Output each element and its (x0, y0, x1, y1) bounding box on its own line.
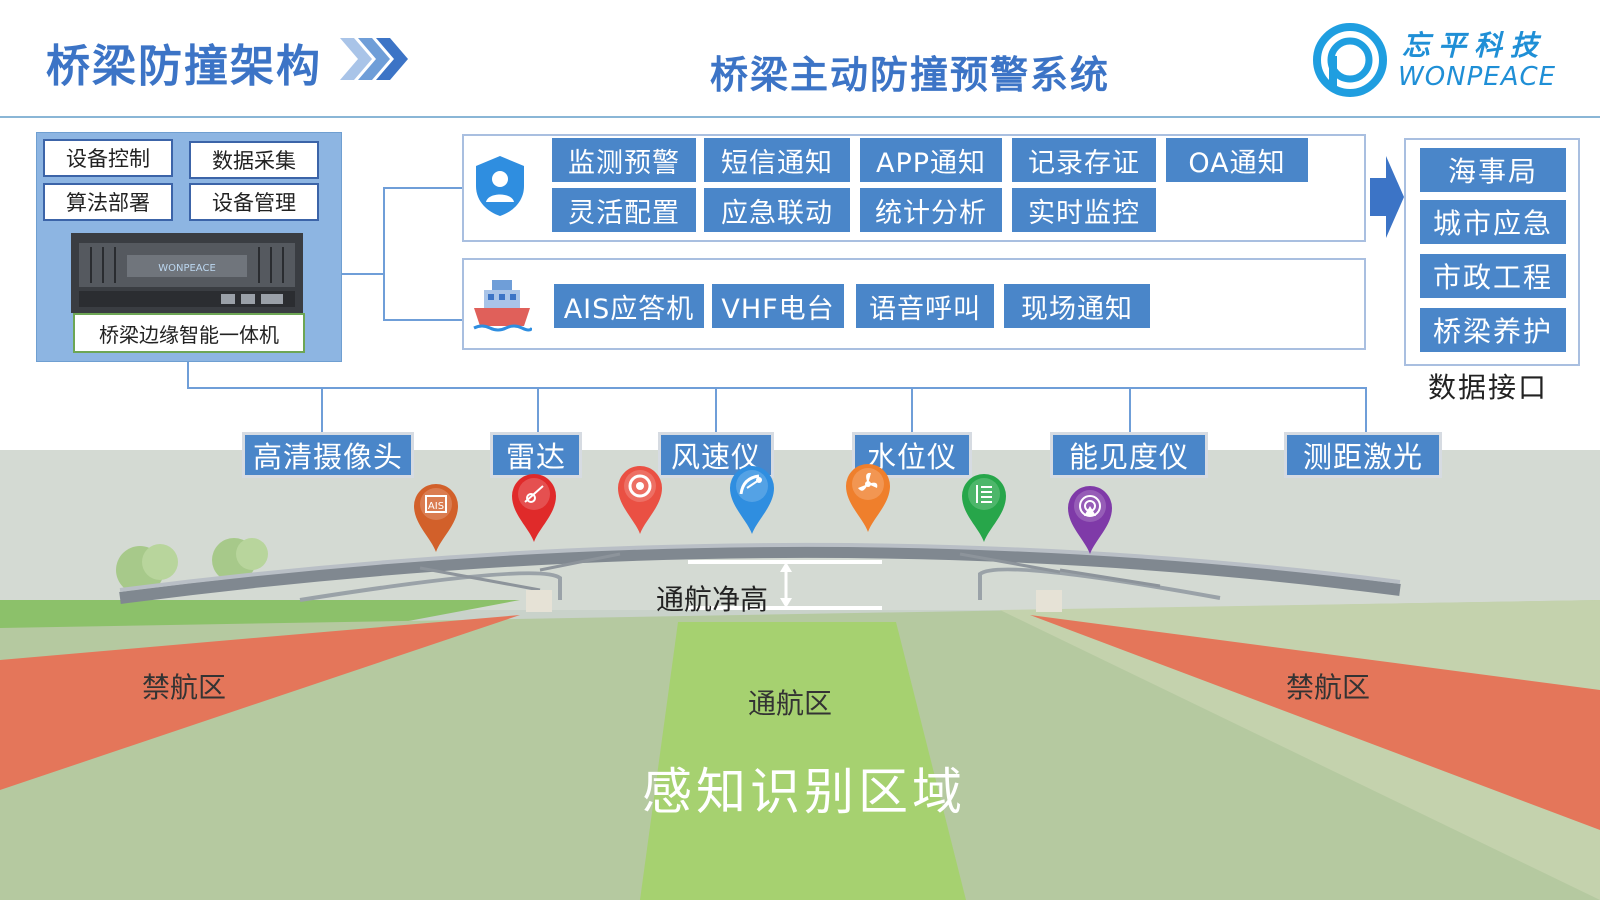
data-item-municipal: 市政工程 (1420, 254, 1566, 298)
page-title: 桥梁防撞架构 (46, 41, 322, 92)
logo-english-name: WONPEACE (1398, 62, 1557, 92)
tag-vhf-radio: VHF电台 (712, 284, 844, 328)
no-navigation-zone-left: 禁航区 (142, 671, 227, 704)
data-interface-label: 数据接口 (1428, 371, 1549, 404)
tag-flexible-config: 灵活配置 (552, 188, 696, 232)
shield-user-icon (476, 156, 524, 216)
tag-emergency-linkage: 应急联动 (704, 188, 850, 232)
tag-app-notice: APP通知 (860, 138, 1002, 182)
radar-icon (512, 474, 556, 542)
tag-oa-notice: OA通知 (1166, 138, 1308, 182)
satellite-dish-icon (730, 466, 774, 534)
data-item-city-emergency: 城市应急 (1420, 200, 1566, 244)
sensor-pin (1065, 484, 1115, 556)
camera-icon (618, 466, 662, 534)
river-bridge-scene (0, 450, 1600, 900)
sensor-pin (959, 472, 1009, 544)
tag-voice-call: 语音呼叫 (856, 284, 994, 328)
sensor-pin (615, 464, 665, 536)
water-level-icon (962, 474, 1006, 542)
device-function-control: 设备控制 (43, 139, 173, 177)
header-divider (0, 116, 1600, 118)
laser-icon (1068, 486, 1112, 554)
device-function-management: 设备管理 (189, 183, 319, 221)
tag-ais-transponder: AIS应答机 (554, 284, 704, 328)
tag-onsite-notice: 现场通知 (1004, 284, 1150, 328)
logo-mark-icon (1313, 23, 1387, 97)
sensor-pin (509, 472, 559, 544)
sensor-hd-camera: 高清摄像头 (242, 432, 414, 478)
fan-icon (846, 464, 890, 532)
sensor-pin (727, 464, 777, 536)
perception-zone-label: 感知识别区域 (642, 763, 966, 821)
ship-communication-box: AIS应答机 VHF电台 语音呼叫 现场通知 (462, 258, 1366, 350)
sensor-pin: AIS (411, 482, 461, 554)
tag-monitoring-alert: 监测预警 (552, 138, 696, 182)
ais-icon-text: AIS (428, 501, 444, 512)
sensor-visibility: 能见度仪 (1050, 432, 1208, 478)
tag-sms-notice: 短信通知 (704, 138, 850, 182)
tag-statistics: 统计分析 (860, 188, 1002, 232)
edge-device-caption: 桥梁边缘智能一体机 (73, 313, 305, 353)
device-function-algorithm: 算法部署 (43, 183, 173, 221)
data-interface-box: 海事局 城市应急 市政工程 桥梁养护 (1404, 138, 1580, 366)
edge-device-panel: 设备控制 数据采集 算法部署 设备管理 WONPEACE 桥梁边缘智能一体机 (36, 132, 342, 362)
logo-chinese-name: 忘平科技 (1402, 29, 1547, 62)
ais-icon: AIS (414, 484, 458, 552)
device-function-data-collection: 数据采集 (189, 141, 319, 179)
system-title: 桥梁主动防撞预警系统 (710, 53, 1111, 97)
no-navigation-zone-right: 禁航区 (1286, 671, 1371, 704)
right-arrow-icon (1370, 156, 1404, 238)
tag-record-evidence: 记录存证 (1012, 138, 1156, 182)
sensor-laser-range: 测距激光 (1284, 432, 1442, 478)
sensor-pin (843, 462, 893, 534)
data-item-bridge-maintenance: 桥梁养护 (1420, 308, 1566, 352)
ship-icon (473, 280, 532, 332)
tag-realtime-monitor: 实时监控 (1012, 188, 1156, 232)
chevrons-icon (340, 38, 408, 80)
edge-computer-image: WONPEACE (71, 233, 303, 313)
alert-services-box: 监测预警 短信通知 APP通知 记录存证 OA通知 灵活配置 应急联动 统计分析… (462, 134, 1366, 242)
company-logo: 忘平科技 WONPEACE (1312, 22, 1582, 102)
navigation-zone: 通航区 (748, 687, 833, 720)
svg-text:WONPEACE: WONPEACE (158, 263, 216, 274)
data-item-maritime: 海事局 (1420, 148, 1566, 192)
clearance-label: 通航净高 (656, 583, 769, 616)
